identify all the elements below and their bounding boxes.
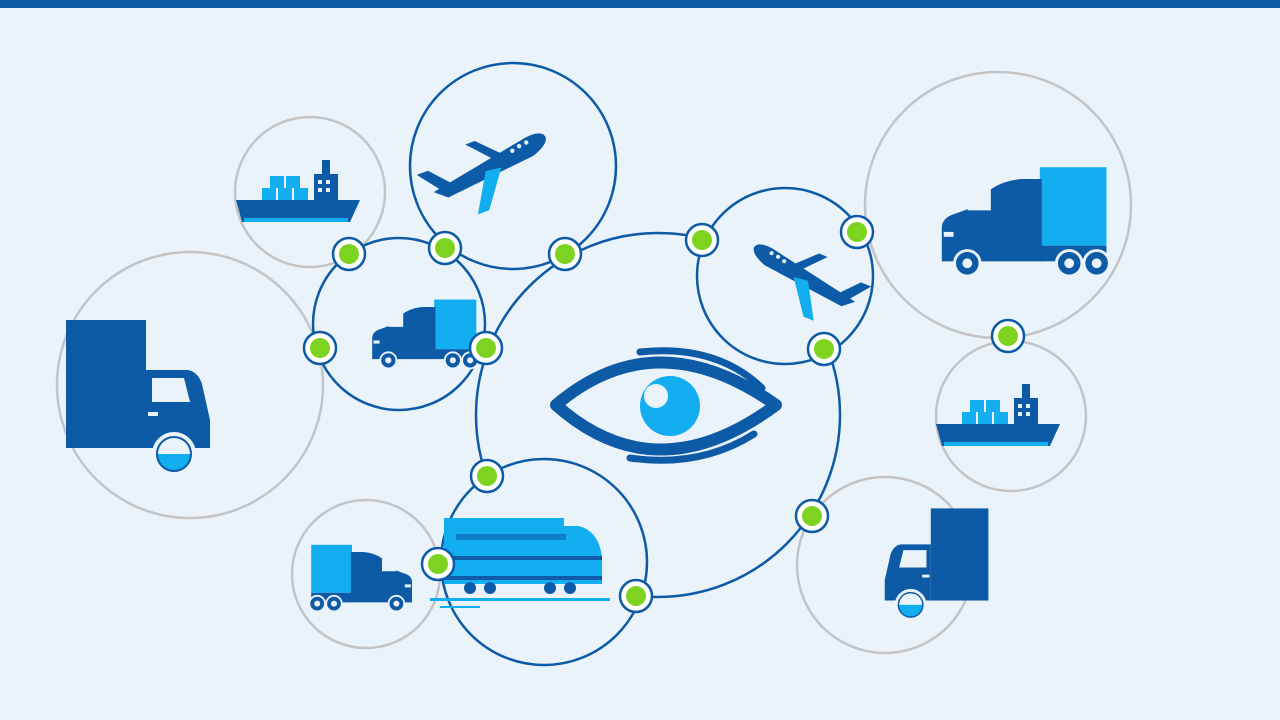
cargo-ship-icon <box>236 160 360 222</box>
box-truck-left-ring <box>55 250 325 520</box>
connector-dot <box>990 318 1026 354</box>
central-ring <box>474 231 842 599</box>
connector-dot <box>684 222 720 258</box>
ship-right-ring <box>934 339 1088 493</box>
connector-dot <box>839 214 875 250</box>
cargo-ship-icon <box>936 384 1060 446</box>
box-truck-icon <box>64 318 212 476</box>
connector-dot <box>469 458 505 494</box>
connector-dot <box>468 330 504 366</box>
semi-truck-icon <box>940 165 1111 278</box>
connector-dot <box>806 331 842 367</box>
box-truck-icon <box>883 506 990 621</box>
semi-truck-icon <box>308 543 413 613</box>
connector-dot <box>547 236 583 272</box>
connector-dot <box>794 498 830 534</box>
connector-dot <box>302 330 338 366</box>
connector-dot <box>420 546 456 582</box>
connector-dot <box>618 578 654 614</box>
connector-dot <box>427 230 463 266</box>
connector-dot <box>331 236 367 272</box>
top-bar <box>0 0 1280 8</box>
eye-icon <box>550 347 782 464</box>
plane-top-ring <box>408 61 618 271</box>
ship-top-left-ring <box>233 115 387 269</box>
